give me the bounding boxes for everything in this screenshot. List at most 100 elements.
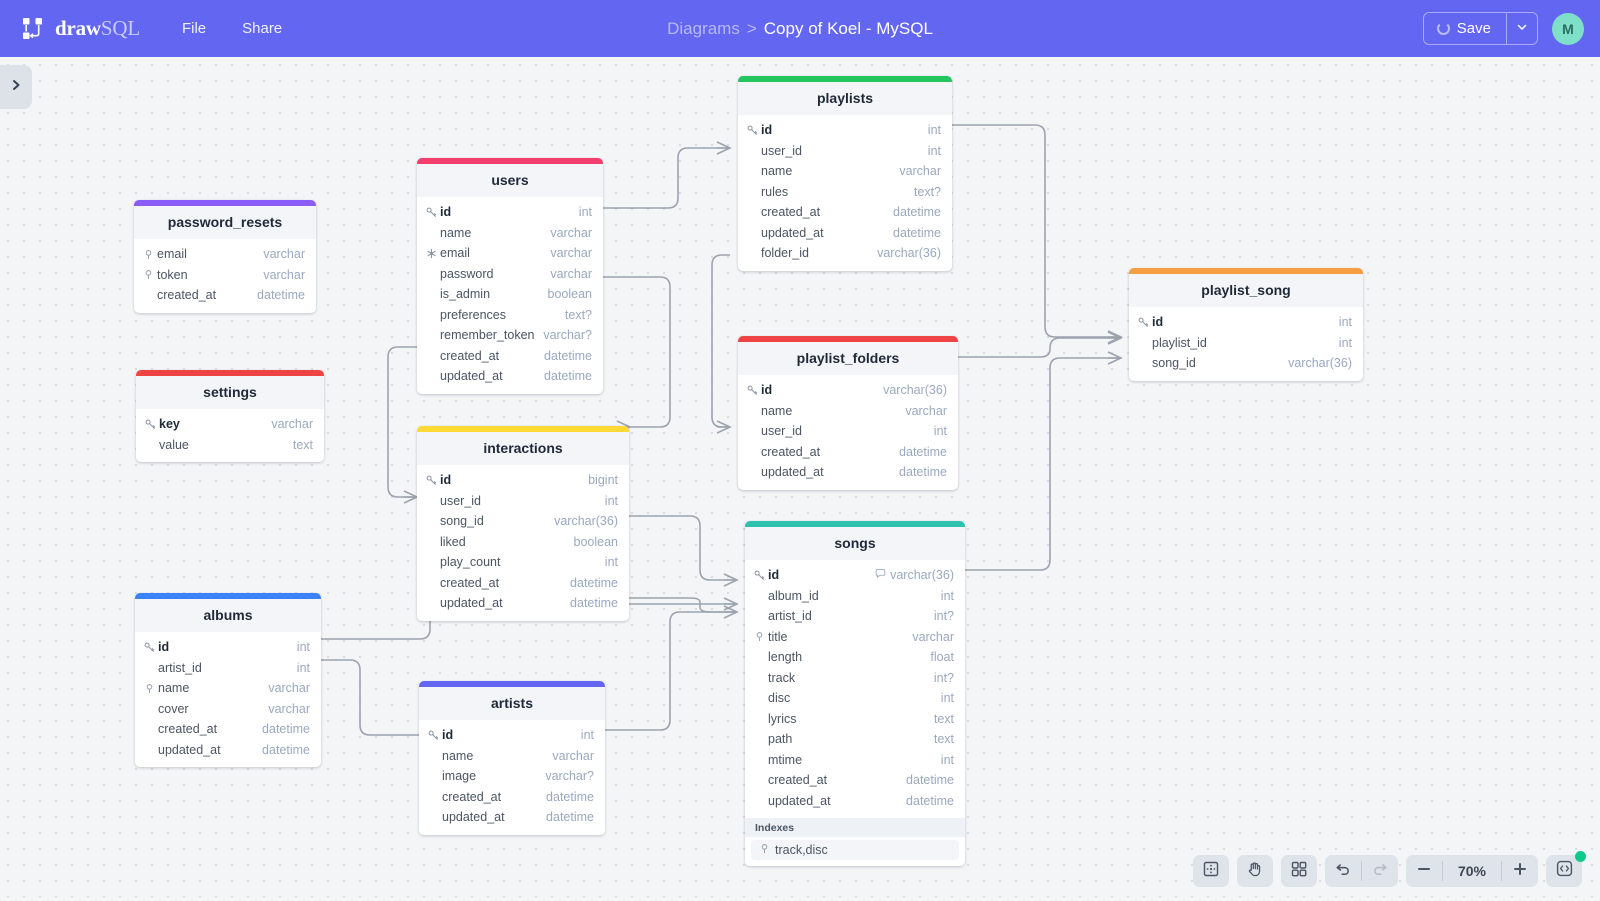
pan-tool-button[interactable]: [1237, 855, 1273, 887]
sidebar-toggle-button[interactable]: [0, 65, 32, 109]
brand[interactable]: drawSQL: [20, 16, 140, 42]
undo-button[interactable]: [1325, 855, 1361, 887]
column-name: image: [442, 769, 477, 784]
export-code-button[interactable]: [1546, 851, 1586, 887]
column-type-label: varchar: [905, 403, 947, 418]
relationship-line: [321, 659, 419, 736]
column-type: int: [1339, 315, 1352, 329]
index-item[interactable]: track,disc: [751, 840, 959, 860]
column-type: datetime: [906, 773, 954, 787]
menu-share[interactable]: Share: [242, 20, 283, 37]
diagram-title[interactable]: Copy of Koel - MySQL: [763, 18, 933, 38]
layout-tool-button[interactable]: [1281, 855, 1317, 887]
zoom-out-button[interactable]: [1406, 855, 1442, 887]
save-button[interactable]: Save: [1424, 13, 1506, 44]
column-type: boolean: [574, 535, 619, 549]
breadcrumb-diagrams-link[interactable]: Diagrams: [667, 18, 740, 38]
redo-button[interactable]: [1362, 855, 1398, 887]
index-icon: [144, 683, 158, 694]
zoom-in-button[interactable]: [1502, 855, 1538, 887]
save-dropdown-button[interactable]: [1506, 13, 1537, 44]
column-type-label: datetime: [546, 789, 594, 804]
zoom-level-label[interactable]: 70%: [1457, 863, 1487, 879]
column-name: id: [440, 473, 452, 488]
select-tool-button[interactable]: [1193, 855, 1229, 887]
menu-file[interactable]: File: [181, 20, 207, 37]
avatar[interactable]: M: [1552, 12, 1584, 45]
key-icon: [144, 642, 158, 653]
column-type: varchar(36): [554, 514, 618, 528]
